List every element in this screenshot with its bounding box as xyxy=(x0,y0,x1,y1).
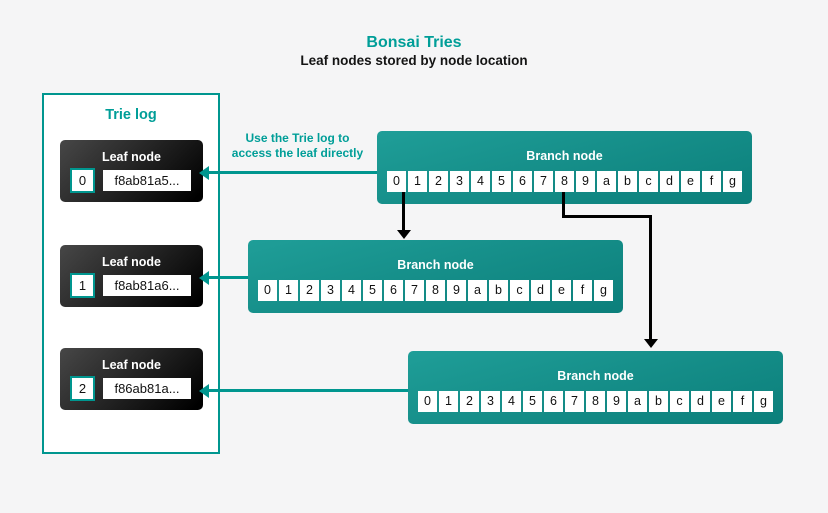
branch-cell-g: g xyxy=(594,280,613,301)
branch-cell-7: 7 xyxy=(565,391,584,412)
arrow-cell8-to-branch3-segment-1 xyxy=(562,192,565,218)
branch-cell-0: 0 xyxy=(418,391,437,412)
leaf-node-card-2: Leaf node 2 f86ab81a... xyxy=(60,348,203,410)
branch-cell-g: g xyxy=(723,171,742,192)
branch-cell-d: d xyxy=(660,171,679,192)
branch-cell-a: a xyxy=(597,171,616,192)
leaf-index-cell: 0 xyxy=(70,168,95,193)
branch-node-label: Branch node xyxy=(557,369,634,383)
arrow-branch2-to-leaf1-line xyxy=(208,276,248,279)
arrow-branch1-to-leaf0-head-icon xyxy=(199,165,209,180)
branch-cell-2: 2 xyxy=(429,171,448,192)
leaf-node-label: Leaf node xyxy=(101,358,162,372)
branch-cell-0: 0 xyxy=(387,171,406,192)
branch-cell-b: b xyxy=(649,391,668,412)
branch-cell-e: e xyxy=(712,391,731,412)
branch-cell-3: 3 xyxy=(481,391,500,412)
arrow-cell8-to-branch3-segment-3 xyxy=(649,215,652,341)
branch-cell-8: 8 xyxy=(586,391,605,412)
trie-log-annotation: Use the Trie log to access the leaf dire… xyxy=(225,131,370,161)
branch-cell-6: 6 xyxy=(384,280,403,301)
branch-cell-6: 6 xyxy=(513,171,532,192)
branch-cell-g: g xyxy=(754,391,773,412)
leaf-hash-value: f86ab81a... xyxy=(103,378,191,399)
branch-cell-2: 2 xyxy=(460,391,479,412)
arrow-cell0-to-branch2-head-icon xyxy=(396,230,411,239)
arrow-branch3-to-leaf2-head-icon xyxy=(199,383,209,398)
branch-cell-8: 8 xyxy=(555,171,574,192)
branch-cell-1: 1 xyxy=(408,171,427,192)
branch-cell-9: 9 xyxy=(447,280,466,301)
page-subtitle: Leaf nodes stored by node location xyxy=(300,53,528,68)
page-title: Bonsai Tries xyxy=(366,34,462,51)
branch-cell-5: 5 xyxy=(363,280,382,301)
trie-log-panel: Trie log Leaf node 0 f8ab81a5... Leaf no… xyxy=(42,93,220,454)
leaf-node-label: Leaf node xyxy=(101,150,162,164)
branch-cell-2: 2 xyxy=(300,280,319,301)
branch-node-label: Branch node xyxy=(526,149,603,163)
branch-cell-9: 9 xyxy=(607,391,626,412)
leaf-node-label: Leaf node xyxy=(101,255,162,269)
branch-cell-8: 8 xyxy=(426,280,445,301)
branch-cell-d: d xyxy=(691,391,710,412)
leaf-hash-value: f8ab81a6... xyxy=(103,275,191,296)
branch-cell-a: a xyxy=(628,391,647,412)
arrow-cell0-to-branch2-line xyxy=(402,192,405,232)
branch-cell-f: f xyxy=(733,391,752,412)
branch-cell-9: 9 xyxy=(576,171,595,192)
arrow-cell8-to-branch3-head-icon xyxy=(643,339,658,348)
arrow-branch2-to-leaf1-head-icon xyxy=(199,270,209,285)
branch-cell-f: f xyxy=(573,280,592,301)
branch-cell-c: c xyxy=(639,171,658,192)
leaf-node-card-1: Leaf node 1 f8ab81a6... xyxy=(60,245,203,307)
leaf-index-cell: 1 xyxy=(70,273,95,298)
branch-cell-f: f xyxy=(702,171,721,192)
branch-cell-a: a xyxy=(468,280,487,301)
leaf-node-card-0: Leaf node 0 f8ab81a5... xyxy=(60,140,203,202)
branch-cell-b: b xyxy=(489,280,508,301)
branch-cell-d: d xyxy=(531,280,550,301)
branch-cell-5: 5 xyxy=(492,171,511,192)
arrow-cell8-to-branch3-segment-2 xyxy=(562,215,652,218)
branch-cell-4: 4 xyxy=(502,391,521,412)
branch-cell-0: 0 xyxy=(258,280,277,301)
branch-cell-4: 4 xyxy=(342,280,361,301)
annotation-line-1: Use the Trie log to xyxy=(245,131,350,145)
branch-cell-e: e xyxy=(681,171,700,192)
annotation-line-2: access the leaf directly xyxy=(231,146,364,160)
branch-cell-b: b xyxy=(618,171,637,192)
trie-log-title: Trie log xyxy=(105,107,157,123)
leaf-hash-value: f8ab81a5... xyxy=(103,170,191,191)
branch-cell-4: 4 xyxy=(471,171,490,192)
branch-cell-6: 6 xyxy=(544,391,563,412)
branch-cell-1: 1 xyxy=(279,280,298,301)
leaf-index-cell: 2 xyxy=(70,376,95,401)
branch-cell-e: e xyxy=(552,280,571,301)
arrow-branch1-to-leaf0-line xyxy=(208,171,377,174)
branch-cell-5: 5 xyxy=(523,391,542,412)
arrow-branch3-to-leaf2-line xyxy=(208,389,408,392)
branch-node-label: Branch node xyxy=(397,258,474,272)
branch-cell-1: 1 xyxy=(439,391,458,412)
branch-cell-7: 7 xyxy=(534,171,553,192)
branch-cell-3: 3 xyxy=(321,280,340,301)
branch-cell-7: 7 xyxy=(405,280,424,301)
branch-cell-c: c xyxy=(670,391,689,412)
branch-cell-3: 3 xyxy=(450,171,469,192)
branch-cell-c: c xyxy=(510,280,529,301)
